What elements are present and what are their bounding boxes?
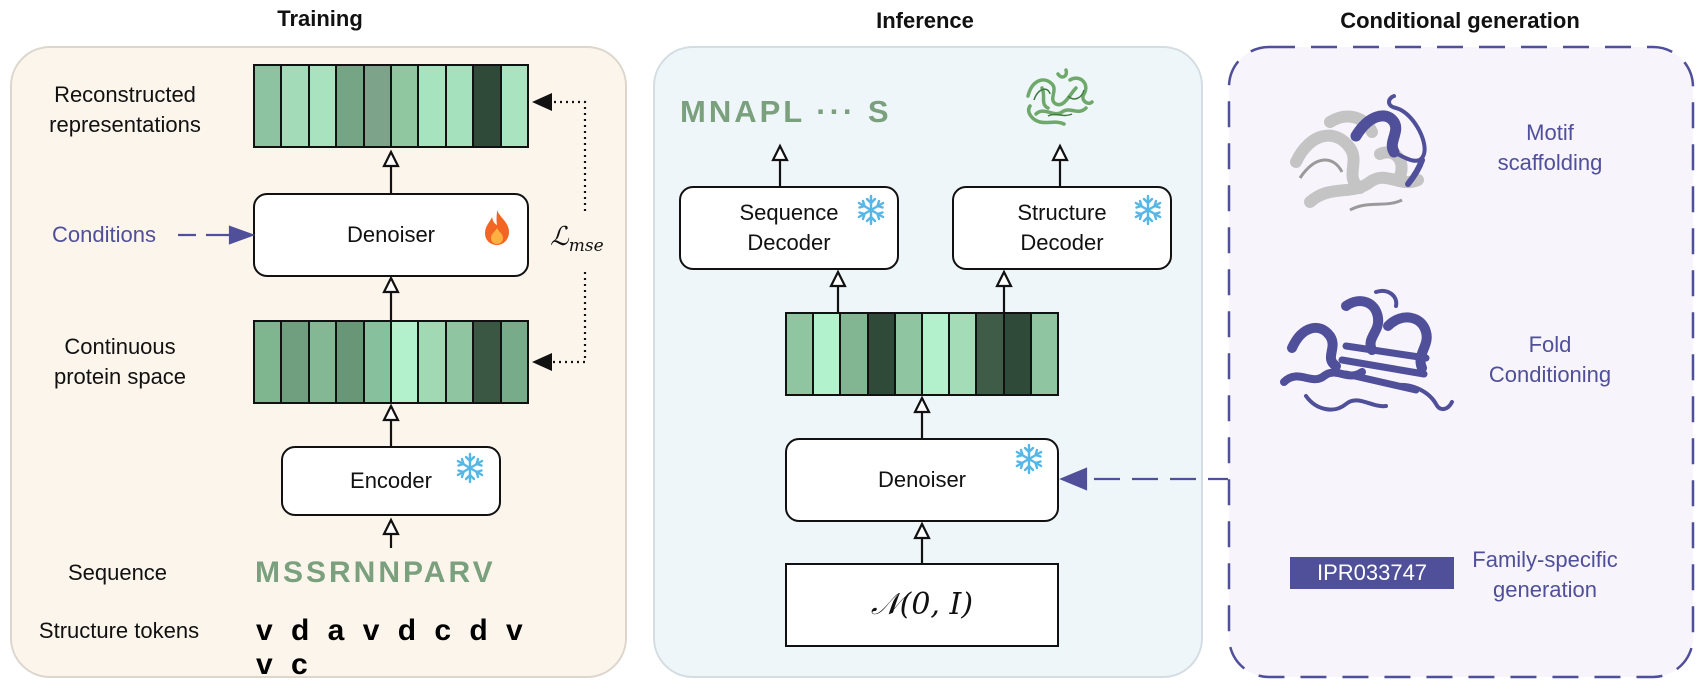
training-denoiser-box: Denoiser bbox=[253, 193, 529, 277]
latent-cell bbox=[895, 314, 924, 394]
protein-structure-icon bbox=[1026, 68, 1094, 126]
inference-denoiser-label: Denoiser bbox=[877, 467, 967, 492]
continuous-protein-space-label: Continuous protein space bbox=[53, 334, 187, 389]
continuous-cell bbox=[282, 322, 310, 402]
structure-tokens-label: Structure tokens bbox=[38, 618, 200, 643]
reconstructed-cell bbox=[419, 66, 447, 146]
generated-sequence: MNAPL ··· S bbox=[680, 94, 892, 129]
latent-cell bbox=[787, 314, 815, 394]
latent-cell bbox=[923, 314, 951, 394]
motif-scaffolding-structure-icon bbox=[1290, 94, 1427, 212]
denoiser-label: Denoiser bbox=[346, 222, 436, 247]
latent-vector bbox=[785, 312, 1059, 396]
training-sequence: MSSRNNPARV bbox=[255, 556, 496, 589]
reconstructed-cell bbox=[255, 66, 283, 146]
continuous-cell bbox=[392, 322, 420, 402]
inference-title: Inference bbox=[876, 8, 974, 33]
latent-cell bbox=[1004, 314, 1032, 394]
encoder-label: Encoder bbox=[350, 468, 432, 493]
inference-denoiser-box: Denoiser bbox=[785, 438, 1059, 522]
latent-cell bbox=[977, 314, 1005, 394]
latent-cell bbox=[1031, 314, 1058, 394]
latent-cell bbox=[868, 314, 896, 394]
reconstructed-cell bbox=[392, 66, 420, 146]
latent-cell bbox=[814, 314, 842, 394]
continuous-cell bbox=[337, 322, 365, 402]
conditions-label: Conditions bbox=[52, 222, 156, 247]
fold-conditioning-structure-icon bbox=[1280, 289, 1454, 412]
continuous-cell bbox=[501, 322, 528, 402]
continuous-cell bbox=[474, 322, 502, 402]
noise-label: 𝒩(0, I) bbox=[870, 587, 974, 622]
structure-tokens: v d a v d c d v v c bbox=[256, 614, 528, 681]
conditional-generation-title: Conditional generation bbox=[1340, 8, 1580, 33]
reconstructed-cell bbox=[282, 66, 310, 146]
latent-cell bbox=[950, 314, 978, 394]
continuous-cell bbox=[419, 322, 447, 402]
latent-cell bbox=[841, 314, 869, 394]
noise-box: 𝒩(0, I) bbox=[785, 563, 1059, 647]
flame-icon bbox=[485, 210, 509, 245]
reconstructed-cell bbox=[309, 66, 338, 146]
reconstructed-cell bbox=[474, 66, 502, 146]
loss-mse-label: ℒmse bbox=[550, 222, 604, 257]
continuous-cell bbox=[446, 322, 475, 402]
continuous-cell bbox=[255, 322, 283, 402]
family-id-badge: IPR033747 bbox=[1290, 557, 1454, 589]
continuous-cell bbox=[309, 322, 338, 402]
continuous-cell bbox=[364, 322, 393, 402]
reconstructed-cell bbox=[501, 66, 528, 146]
reconstructed-representation-vector bbox=[253, 64, 529, 148]
encoder-box: Encoder bbox=[281, 446, 501, 516]
sequence-row-label: Sequence bbox=[67, 560, 168, 585]
reconstructed-cell bbox=[446, 66, 475, 146]
continuous-protein-vector bbox=[253, 320, 529, 404]
reconstructed-cell bbox=[364, 66, 393, 146]
training-title: Training bbox=[277, 6, 363, 31]
reconstructed-representations-label: Reconstructed representations bbox=[49, 82, 201, 137]
reconstructed-cell bbox=[337, 66, 365, 146]
